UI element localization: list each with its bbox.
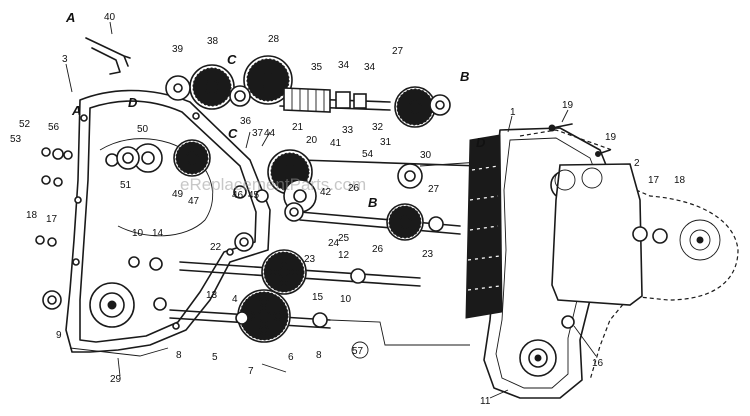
part-number: 39 xyxy=(172,44,184,55)
handle-40 xyxy=(85,37,131,75)
part-number: 14 xyxy=(152,228,164,239)
part-number: 8 xyxy=(316,350,322,361)
sprockets xyxy=(133,55,436,343)
sprocket-26 xyxy=(386,203,424,241)
part-number: 9 xyxy=(56,330,62,341)
sprocket-15 xyxy=(261,249,307,295)
part-number: 31 xyxy=(380,137,392,148)
part-number: 19 xyxy=(562,100,574,111)
ref-letter: C xyxy=(228,126,238,141)
part-number: 52 xyxy=(19,119,31,130)
part-number: 56 xyxy=(48,122,60,133)
part-number: 32 xyxy=(372,122,384,133)
part-number: 8 xyxy=(176,350,182,361)
ref-letter: A xyxy=(65,10,75,25)
part-number: 42 xyxy=(320,187,332,198)
leader-lines xyxy=(65,21,597,399)
part-number: 4 xyxy=(232,294,238,305)
bolt-19 xyxy=(548,123,611,157)
sprocket-28 xyxy=(243,55,293,105)
part-number: 23 xyxy=(304,254,316,265)
ref-letter: D xyxy=(476,135,486,150)
cover-plate-2 xyxy=(551,163,643,306)
left-housing-plate xyxy=(65,89,271,357)
part-number: 27 xyxy=(428,184,440,195)
part-number: 40 xyxy=(104,12,116,23)
part-number: 51 xyxy=(120,180,132,191)
part-number: 18 xyxy=(26,210,38,221)
part-number: 13 xyxy=(206,290,218,301)
part-number: 6 xyxy=(288,352,294,363)
part-number: 37 xyxy=(252,128,264,139)
part-number: 27 xyxy=(392,46,404,57)
part-number: 17 xyxy=(46,214,58,225)
part-number: 44 xyxy=(264,128,276,139)
part-number: 2 xyxy=(634,158,640,169)
part-number: 5 xyxy=(212,352,218,363)
ref-letter: D xyxy=(128,95,138,110)
part-number: 29 xyxy=(110,374,122,385)
reference-letters: A A B B C C D D xyxy=(65,10,486,210)
part-number: 49 xyxy=(172,189,184,200)
part-number: 36 xyxy=(240,116,252,127)
part-number: 10 xyxy=(340,294,352,305)
ref-letter: B xyxy=(368,195,377,210)
part-number: 50 xyxy=(137,124,149,135)
part-number: 46 xyxy=(232,190,244,201)
part-number: 17 xyxy=(648,175,660,186)
ref-letter: C xyxy=(227,52,237,67)
part-number: 23 xyxy=(422,249,434,260)
part-number: 20 xyxy=(306,135,318,146)
part-number: 1 xyxy=(510,107,516,118)
clutch-49 xyxy=(173,139,211,177)
sprocket-31 xyxy=(394,86,436,128)
part-number: 53 xyxy=(10,134,22,145)
part-number: 34 xyxy=(338,60,350,71)
part-number: 3 xyxy=(62,54,68,65)
part-number: 35 xyxy=(311,62,323,73)
part-number: 18 xyxy=(674,175,686,186)
part-number: 45 xyxy=(248,190,260,201)
part-number: 10 xyxy=(132,228,144,239)
sprocket-38 xyxy=(189,64,235,110)
part-number: 26 xyxy=(348,183,360,194)
part-number: 12 xyxy=(338,250,350,261)
part-number: 57 xyxy=(352,346,364,357)
part-number: 38 xyxy=(207,36,219,47)
part-number: 28 xyxy=(268,34,280,45)
part-number: 54 xyxy=(362,149,374,160)
part-number: 26 xyxy=(372,244,384,255)
part-number: 25 xyxy=(338,233,350,244)
part-number-labels: 40 3 39 38 28 35 34 34 27 1 19 19 36 33 … xyxy=(10,12,686,407)
part-number: 7 xyxy=(248,366,254,377)
part-number: 34 xyxy=(364,62,376,73)
part-number: 11 xyxy=(480,396,491,407)
part-number: 33 xyxy=(342,125,354,136)
part-number: 22 xyxy=(210,242,222,253)
part-number: 21 xyxy=(292,122,304,133)
part-number: 30 xyxy=(420,150,432,161)
watermark-text: eReplacementParts.com xyxy=(180,175,366,194)
part-number: 47 xyxy=(188,196,200,207)
part-57-circle xyxy=(351,341,369,359)
part-number: 15 xyxy=(312,292,324,303)
part-number: 19 xyxy=(605,132,617,143)
seal-strip-1 xyxy=(465,134,503,319)
sprocket-6 xyxy=(237,289,291,343)
ref-letter: A xyxy=(71,103,81,118)
part-number: 16 xyxy=(592,358,604,369)
part-number: 24 xyxy=(328,238,340,249)
hubs-and-bearings xyxy=(35,75,668,329)
part-number: 41 xyxy=(330,138,342,149)
ref-letter: B xyxy=(460,69,469,84)
